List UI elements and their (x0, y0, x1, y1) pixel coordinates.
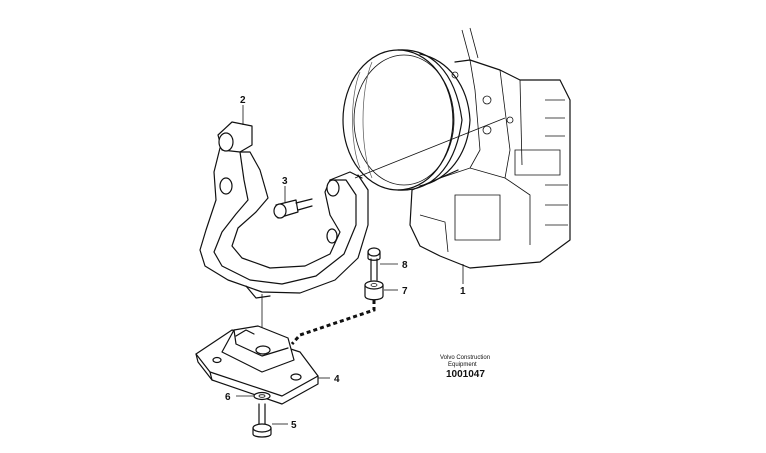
callout-3: 3 (282, 176, 288, 187)
dashed-assembly-line (290, 300, 376, 345)
bracket (199, 105, 369, 299)
spacer-7 (364, 280, 398, 301)
washer-6 (236, 391, 271, 401)
callout-7: 7 (402, 286, 408, 297)
alignment-line (354, 117, 506, 179)
engine-assembly (342, 27, 571, 284)
bolt-8 (367, 247, 398, 281)
rubber-mount (195, 325, 330, 405)
callout-2: 2 (240, 95, 246, 106)
callout-5: 5 (291, 420, 297, 431)
callout-6: 6 (225, 392, 231, 403)
copyright-line-1: Volvo Construction (440, 355, 490, 361)
callout-1: 1 (460, 286, 466, 297)
drawing-number: 1001047 (446, 369, 485, 380)
copyright-line-2: Equipment (448, 362, 477, 368)
callout-4: 4 (334, 374, 340, 385)
screw-5 (252, 403, 288, 438)
bolt-3 (273, 186, 313, 219)
callout-8: 8 (402, 260, 408, 271)
